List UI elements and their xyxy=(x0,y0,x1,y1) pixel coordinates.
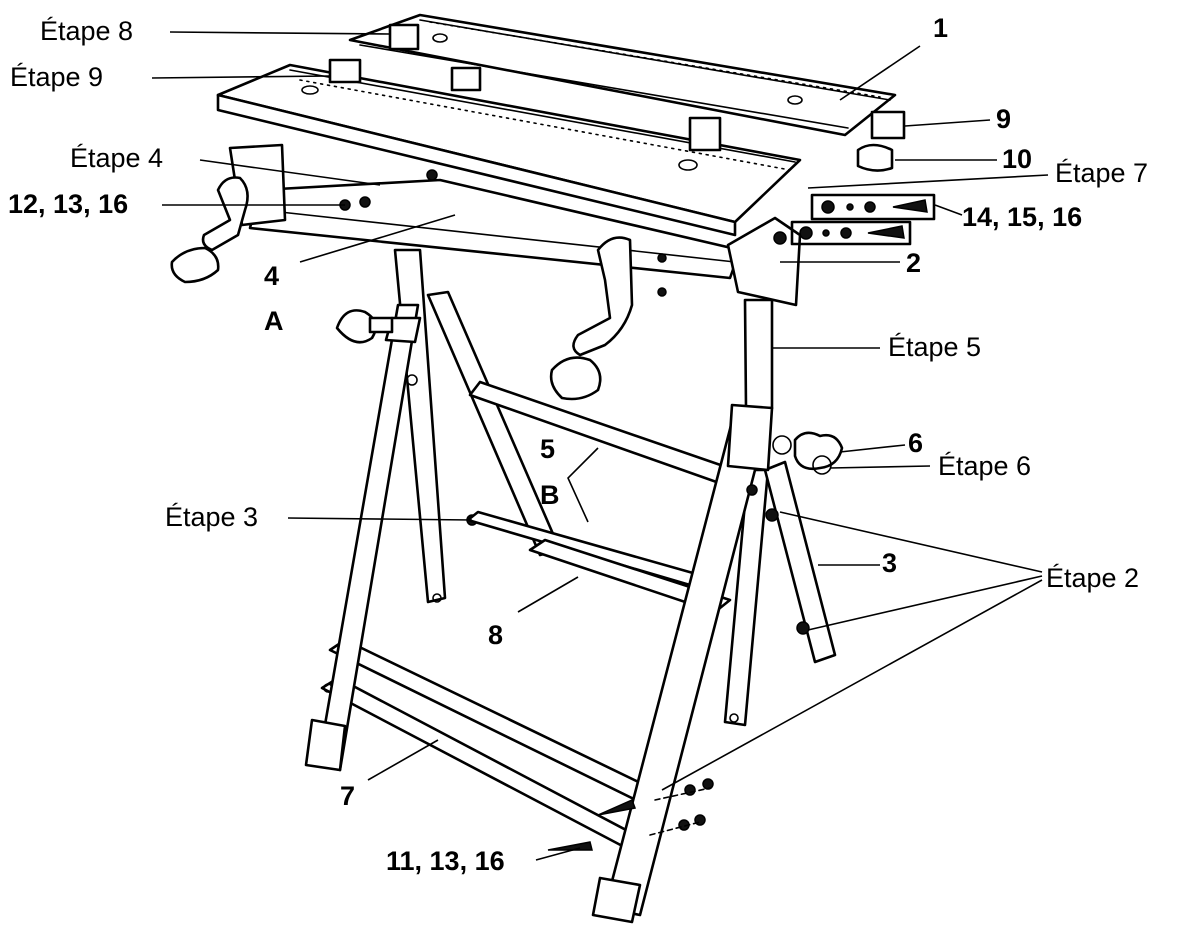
label-part-6: 6 xyxy=(908,428,924,458)
leader-lines xyxy=(151,31,1049,861)
label-etape-9: Étape 9 xyxy=(10,62,104,92)
label-etape-7: Étape 7 xyxy=(1055,158,1149,188)
label-part-4: 4 xyxy=(264,261,280,291)
label-etape-5: Étape 5 xyxy=(888,332,982,362)
label-etape-8: Étape 8 xyxy=(40,16,134,46)
right-brace-leg xyxy=(763,460,837,664)
lower-cross-bar xyxy=(528,538,732,614)
hardware-box-top xyxy=(810,193,936,221)
loose-hardware-left xyxy=(339,169,667,297)
front-left-leg xyxy=(304,303,422,772)
label-part-7: 7 xyxy=(340,781,356,811)
label-parts-14-15-16: 14, 15, 16 xyxy=(962,202,1083,232)
right-crank-handle xyxy=(549,236,634,401)
label-etape-3: Étape 3 xyxy=(165,502,259,532)
left-knob xyxy=(335,309,394,344)
left-crank-handle xyxy=(170,176,249,284)
front-right-leg xyxy=(591,298,792,924)
hardware-box-bottom xyxy=(790,220,912,246)
rear-jaw-top xyxy=(348,13,897,137)
bottom-cross-bar xyxy=(320,638,657,852)
front-jaw-top xyxy=(216,63,802,237)
label-part-2: 2 xyxy=(906,248,922,278)
label-part-3: 3 xyxy=(882,548,898,578)
label-part-9: 9 xyxy=(996,104,1012,134)
loose-hardware-bottom xyxy=(547,778,714,851)
right-knob xyxy=(793,431,844,475)
label-part-10: 10 xyxy=(1002,144,1033,174)
bench-dogs xyxy=(328,23,906,172)
label-part-5: 5 xyxy=(540,434,556,464)
label-etape-4: Étape 4 xyxy=(70,143,164,173)
label-part-1: 1 xyxy=(933,13,949,43)
label-parts-12-13-16: 12, 13, 16 xyxy=(8,189,129,219)
right-end-block xyxy=(726,216,802,307)
label-parts-11-13-16: 11, 13, 16 xyxy=(386,846,505,876)
label-letter-b: B xyxy=(540,480,560,510)
label-part-8: 8 xyxy=(488,620,504,650)
middle-cross-bar xyxy=(466,510,702,587)
label-etape-2: Étape 2 xyxy=(1046,563,1140,593)
label-etape-6: Étape 6 xyxy=(938,451,1032,481)
label-letter-a: A xyxy=(264,306,284,336)
